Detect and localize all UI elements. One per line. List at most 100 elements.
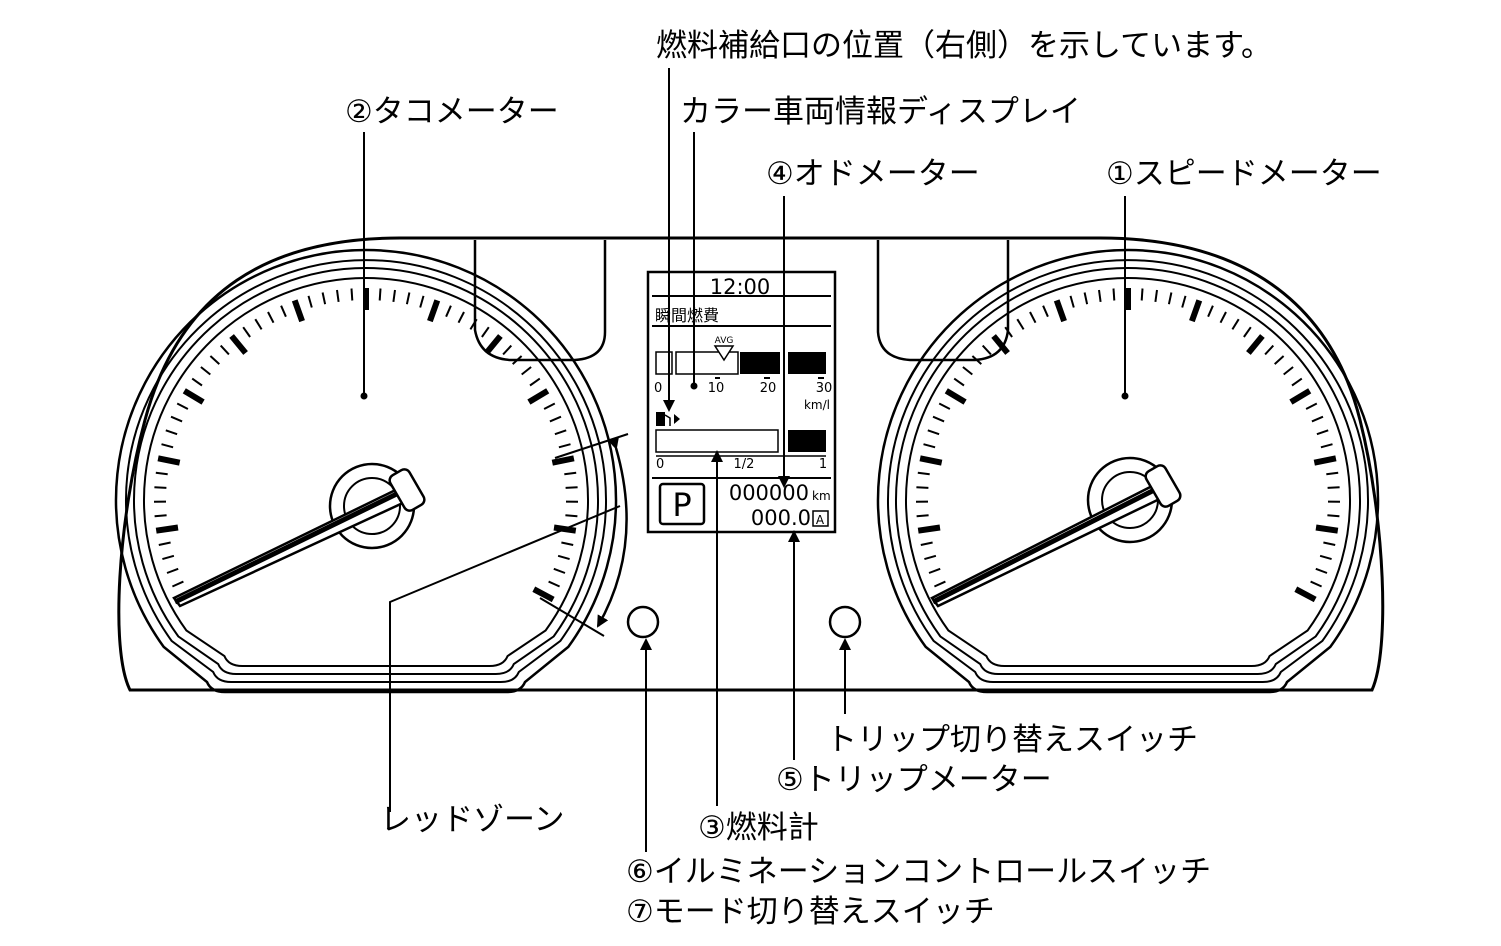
minor-tick: [267, 311, 275, 324]
color-info-display: 12:00 瞬間燃費 AVG 0 10 20 30 km/l 0 1/2 1 P: [646, 270, 837, 534]
display-clock: 12:00: [710, 275, 771, 299]
trip-id-badge: [812, 510, 829, 527]
minor-tick: [280, 305, 287, 318]
minor-tick: [565, 486, 578, 489]
minor-tick: [166, 567, 179, 574]
minor-tick: [176, 402, 189, 410]
major-tick: [182, 388, 205, 405]
major-tick: [919, 455, 943, 466]
minor-tick: [1181, 295, 1187, 308]
minor-tick: [917, 471, 930, 476]
display-center-dot: [690, 382, 698, 390]
avg-label: AVG: [715, 336, 734, 346]
economy-tick: 20: [760, 381, 777, 396]
minor-tick: [521, 366, 532, 376]
major-tick: [551, 455, 575, 466]
mode-switch-button[interactable]: [626, 605, 660, 639]
trip-meter-callout: ⑤トリップメーター: [776, 762, 1052, 798]
minor-tick: [469, 318, 478, 330]
minor-tick: [1305, 402, 1318, 410]
minor-tick: [1243, 326, 1252, 338]
minor-tick: [1154, 289, 1158, 303]
economy-bar-segment: [788, 352, 826, 374]
minor-tick: [1291, 377, 1303, 387]
mode-switch-callout: ⑦モード切り替えスイッチ: [626, 894, 995, 930]
major-tick: [1246, 334, 1265, 355]
major-tick: [1189, 299, 1203, 323]
trip-id: A: [816, 513, 825, 527]
minor-tick: [927, 429, 940, 436]
red-zone-callout: レッドゾーン: [380, 802, 564, 838]
minor-tick: [405, 292, 411, 305]
tachometer-callout: ②タコメーター: [345, 94, 559, 130]
minor-tick: [336, 289, 340, 303]
minor-tick: [1326, 471, 1339, 476]
minor-tick: [170, 415, 183, 423]
minor-tick: [392, 289, 396, 303]
minor-tick: [161, 443, 174, 449]
minor-tick: [565, 514, 578, 518]
minor-tick: [1315, 567, 1328, 574]
minor-tick: [1207, 305, 1214, 318]
minor-tick: [981, 344, 992, 356]
major-tick: [229, 334, 248, 355]
minor-tick: [923, 443, 936, 449]
minor-tick: [1083, 292, 1089, 305]
tachometer-gauge: [114, 248, 618, 694]
minor-tick: [953, 377, 965, 387]
major-tick: [1289, 388, 1312, 405]
hood-notch-right: [876, 240, 1010, 362]
trip-value: 000.0: [751, 506, 811, 530]
minor-tick: [938, 402, 951, 410]
minor-tick: [543, 402, 556, 410]
minor-tick: [1274, 355, 1285, 365]
minor-tick: [171, 580, 184, 588]
major-tick: [1294, 586, 1317, 603]
minor-tick: [350, 288, 354, 301]
minor-tick: [549, 415, 562, 423]
minor-tick: [445, 305, 452, 318]
minor-tick: [561, 541, 574, 546]
minor-tick: [928, 567, 941, 574]
economy-unit: km/l: [804, 398, 830, 412]
minor-tick: [924, 554, 937, 561]
odometer-callout: ④オドメーター: [766, 156, 980, 192]
minor-tick: [162, 554, 175, 561]
fuel-pump-icon: [656, 412, 680, 426]
display-mode-title: 瞬間燃費: [655, 306, 719, 325]
minor-tick: [920, 541, 933, 546]
minor-tick: [502, 344, 513, 356]
major-tick: [991, 334, 1010, 355]
minor-tick: [1319, 554, 1332, 561]
fuel-bar-segment: [788, 430, 826, 452]
minor-tick: [1112, 288, 1116, 301]
minor-tick: [307, 295, 313, 308]
tachometer-needle: [172, 468, 426, 608]
minor-tick: [933, 580, 946, 588]
trip-switch-button[interactable]: [828, 605, 862, 639]
minor-tick: [1042, 305, 1049, 318]
major-tick: [1313, 455, 1337, 466]
minor-tick: [419, 295, 425, 308]
fuel-tick: 0: [656, 457, 664, 472]
minor-tick: [1323, 541, 1336, 546]
odometer-value: 000000: [729, 481, 809, 505]
fuel-tick: 1/2: [734, 457, 755, 472]
avg-marker-icon: [713, 345, 735, 362]
major-tick: [427, 299, 441, 323]
minor-tick: [1316, 429, 1329, 436]
major-tick: [944, 388, 967, 405]
minor-tick: [155, 471, 168, 476]
minor-tick: [1016, 318, 1025, 330]
speedometer-gauge: [876, 248, 1380, 694]
minor-tick: [321, 292, 327, 305]
minor-tick: [1311, 415, 1324, 423]
minor-tick: [529, 377, 541, 387]
minor-tick: [1069, 295, 1075, 308]
minor-tick: [1219, 311, 1227, 324]
minor-tick: [165, 429, 178, 436]
minor-tick: [254, 318, 263, 330]
major-tick: [1315, 524, 1339, 534]
economy-tick: 0: [654, 381, 662, 396]
